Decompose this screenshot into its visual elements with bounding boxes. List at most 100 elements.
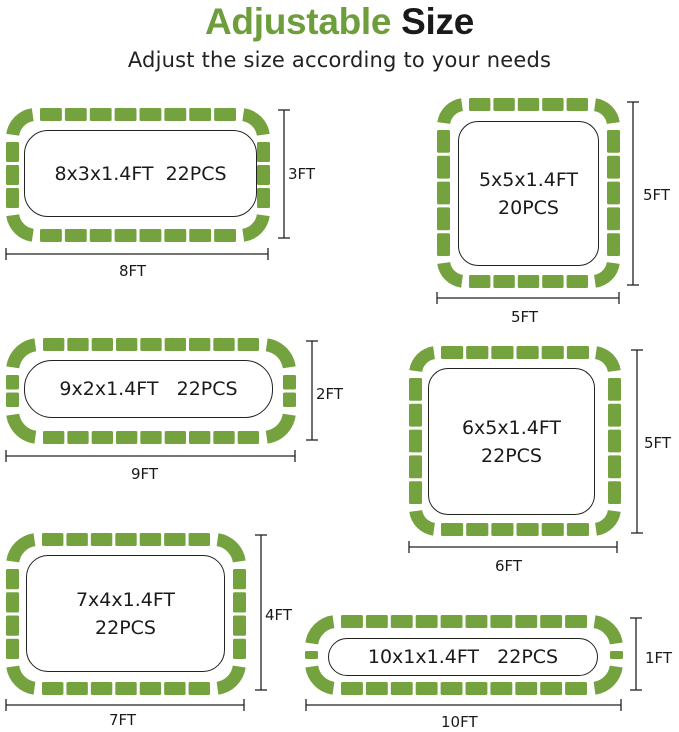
segment-bottom — [517, 275, 540, 288]
segment-left — [305, 651, 318, 659]
segment-left — [6, 392, 19, 407]
segment-bottom — [164, 682, 186, 695]
segment-corner — [305, 665, 335, 695]
segment-bottom — [469, 275, 491, 288]
segment-right — [283, 375, 296, 390]
segment-right — [607, 233, 620, 256]
segment-bottom — [565, 682, 587, 695]
bed-8x3-label: 8x3x1.4FT 22PCS — [24, 130, 257, 217]
segment-top — [164, 533, 186, 546]
segment-bottom — [566, 275, 588, 288]
segment-left — [437, 233, 450, 256]
dim-line-8x3-height — [278, 109, 290, 239]
title-dark: Size — [401, 1, 474, 42]
page-title: Adjustable Size — [0, 0, 679, 44]
segment-corner — [6, 214, 34, 242]
segment-left — [6, 615, 19, 636]
bed-8x3-frame — [6, 108, 270, 242]
segment-right — [257, 142, 270, 162]
bed-5x5-label: 5x5x1.4FT 20PCS — [458, 121, 599, 266]
segment-bottom — [115, 682, 137, 695]
segment-bottom — [415, 682, 438, 695]
segment-bottom — [542, 275, 564, 288]
segment-left — [437, 181, 450, 205]
segment-top — [90, 533, 113, 546]
segment-right — [257, 165, 270, 185]
segment-bottom — [491, 523, 514, 536]
segment-bottom — [493, 275, 515, 288]
segment-bottom — [114, 229, 137, 242]
segment-corner — [216, 665, 246, 695]
segment-bottom — [466, 523, 489, 536]
segment-top — [139, 533, 162, 546]
segment-right — [233, 592, 246, 613]
segment-top — [89, 108, 112, 121]
segment-corner — [6, 533, 36, 563]
segment-left — [437, 155, 450, 179]
segment-bottom — [89, 229, 112, 242]
bed-5x5-width: 5FT — [511, 308, 539, 326]
bed-6x5-label: 6x5x1.4FT 22PCS — [428, 368, 595, 515]
bed-5x5-height: 5FT — [643, 186, 671, 204]
segment-top — [115, 533, 137, 546]
segment-top — [515, 615, 538, 628]
segment-bottom — [42, 682, 64, 695]
segment-right — [233, 615, 246, 636]
segment-corner — [6, 413, 37, 444]
segment-top — [237, 338, 259, 351]
segment-bottom — [189, 229, 212, 242]
dim-line-9x2-height — [306, 340, 318, 441]
segment-right — [608, 378, 621, 401]
bed-10x1-height: 1FT — [645, 649, 673, 667]
segment-corner — [437, 262, 463, 288]
segment-bottom — [164, 229, 187, 242]
segment-bottom — [139, 229, 162, 242]
segment-corner — [593, 615, 623, 645]
segment-right — [610, 651, 623, 659]
segment-bottom — [91, 431, 113, 444]
segment-right — [607, 130, 620, 153]
segment-corner — [6, 338, 37, 369]
bed-5x5-frame — [437, 98, 620, 288]
segment-top — [341, 615, 363, 628]
segment-right — [608, 429, 621, 453]
segment-bottom — [516, 523, 539, 536]
segment-top — [517, 98, 540, 111]
segment-left — [6, 375, 19, 390]
segment-corner — [593, 665, 623, 695]
bed-10x1-frame — [305, 615, 623, 695]
segment-top — [415, 615, 438, 628]
segment-top — [64, 108, 87, 121]
bed-9x2-height: 2FT — [316, 385, 344, 403]
bed-8x3-height: 3FT — [288, 165, 316, 183]
segment-corner — [242, 214, 270, 242]
segment-left — [409, 481, 422, 504]
segment-top — [188, 533, 210, 546]
segment-top — [114, 108, 137, 121]
segment-top — [66, 533, 88, 546]
segment-left — [6, 165, 19, 185]
segment-left — [409, 403, 422, 427]
segment-bottom — [213, 431, 235, 444]
segment-top — [189, 108, 212, 121]
segment-top — [42, 533, 64, 546]
segment-top — [490, 615, 513, 628]
segment-bottom — [140, 431, 162, 444]
segment-bottom — [515, 682, 538, 695]
segment-top — [213, 338, 235, 351]
segment-top — [566, 98, 588, 111]
segment-bottom — [43, 431, 65, 444]
segment-corner — [242, 108, 270, 136]
segment-top — [164, 108, 187, 121]
segment-top — [542, 98, 564, 111]
segment-bottom — [440, 682, 463, 695]
segment-top — [465, 615, 488, 628]
segment-top — [390, 615, 413, 628]
segment-bottom — [214, 229, 236, 242]
segment-top — [91, 338, 113, 351]
segment-top — [516, 346, 539, 359]
segment-right — [608, 481, 621, 504]
segment-top — [214, 108, 236, 121]
segment-bottom — [465, 682, 488, 695]
segment-corner — [409, 346, 435, 372]
